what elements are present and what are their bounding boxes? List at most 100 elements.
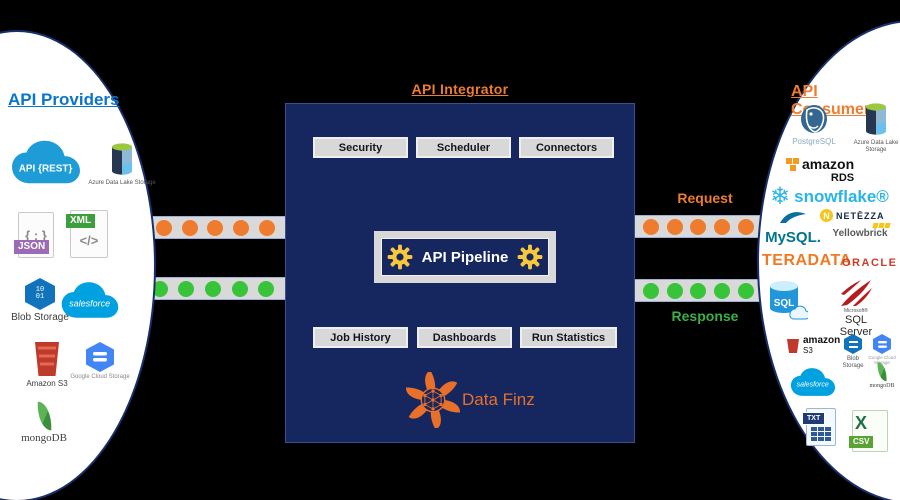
xml-file-icon: XML </> — [66, 210, 108, 258]
xml-glyph: </> — [79, 232, 99, 248]
api-rest-label: API {REST} — [19, 164, 73, 175]
postgresql-caption: PostgreSQL — [792, 137, 836, 146]
request-label: Request — [677, 190, 733, 206]
logo-salesforce-consumer: salesforce — [788, 366, 838, 398]
json-glyph: { ; } — [25, 227, 47, 243]
mysql-wordmark: MySQL. — [765, 229, 821, 246]
request-dot — [738, 218, 755, 235]
gcs-caption: Google Cloud Storage — [70, 374, 130, 380]
txt-file-icon: TXT — [802, 408, 836, 446]
amazon-wordmark: amazon — [802, 156, 855, 172]
logo-snowflake: ❄ snowflake® — [770, 185, 889, 209]
snowflake-wordmark: snowflake® — [794, 187, 889, 206]
response-dot — [714, 282, 731, 299]
netezza-n-icon: N — [820, 209, 833, 222]
request-dot — [642, 218, 659, 235]
gear-icon — [387, 244, 412, 270]
dashboards-button: Dashboards — [417, 327, 512, 348]
mongodb-caption: mongoDB — [21, 432, 67, 444]
request-dot — [666, 218, 683, 235]
data-finz-brand: Data Finz — [406, 372, 535, 428]
microsoft-caption: Microsoft® — [844, 308, 868, 314]
logo-teradata: TERADATA — [762, 252, 852, 269]
yellowbrick-wordmark: Yellowbrick — [832, 228, 888, 239]
google-cloud-icon — [86, 342, 114, 372]
request-dot — [207, 219, 224, 236]
logo-yellowbrick: Yellowbrick — [826, 223, 894, 239]
amazon-cubes-icon — [786, 157, 799, 171]
request-dot — [714, 218, 731, 235]
azure-data-lake-icon — [866, 103, 886, 135]
connectors-button: Connectors — [519, 137, 614, 158]
response-dot — [231, 280, 248, 297]
blob-caption: Blob Storage — [842, 356, 864, 369]
data-finz-label: Data Finz — [462, 390, 535, 409]
xml-badge: XML — [66, 214, 96, 228]
json-file-icon: { ; } JSON — [14, 212, 54, 258]
salesforce-label: salesforce — [797, 381, 829, 388]
json-badge: JSON — [14, 240, 50, 254]
request-band-right — [635, 215, 762, 238]
amazon-s3-icon — [787, 338, 799, 353]
snowflake-icon: ❄ — [770, 183, 791, 210]
response-dot — [204, 280, 221, 297]
response-dot — [151, 280, 168, 297]
logo-gcs-consumer: Google Cloud Storage — [866, 334, 898, 366]
logo-mongodb-provider: mongoDB — [12, 401, 76, 444]
job-history-button: Job History — [313, 327, 408, 348]
salesforce-icon: salesforce — [61, 282, 119, 318]
mongodb-leaf-icon — [35, 401, 53, 431]
logo-blob-storage-consumer: Blob Storage — [836, 334, 870, 369]
logo-amazon-s3-provider: Amazon S3 — [18, 340, 76, 389]
api-pipeline-panel: API Pipeline — [374, 231, 556, 283]
blob-storage-icon: 10 01 — [25, 278, 55, 310]
request-dot — [181, 219, 198, 236]
azure-sql-label: SQL — [774, 298, 795, 309]
logo-postgresql: PostgreSQL — [788, 104, 840, 147]
providers-title: API Providers — [8, 90, 120, 109]
blob-caption: Blob Storage — [11, 312, 69, 323]
request-dot — [690, 218, 707, 235]
scheduler-button: Scheduler — [416, 137, 511, 158]
logo-json: { ; } JSON — [14, 212, 54, 258]
adls-caption: Azure Data Lake Storage — [853, 140, 899, 153]
rds-label: RDS — [830, 172, 855, 184]
sql-server-comet-icon — [841, 280, 872, 306]
logo-txt-file: TXT — [802, 408, 836, 446]
amazon-s3-icon — [35, 342, 59, 376]
run-statistics-button: Run Statistics — [520, 327, 617, 348]
logo-azure-sql: SQL — [766, 280, 810, 325]
logo-netezza: N NETĒZZA — [820, 209, 885, 222]
logo-sql-server: Microsoft® SQL Server — [828, 278, 884, 338]
logo-api-rest: API {REST} — [4, 138, 88, 186]
pipeline-label: API Pipeline — [421, 248, 509, 266]
logo-gcs-provider: Google Cloud Storage — [70, 342, 130, 381]
azure-sql-icon: SQL — [770, 281, 810, 320]
response-band-right — [635, 279, 762, 302]
response-dot — [666, 282, 683, 299]
logo-mongodb-consumer: mongoDB — [862, 361, 900, 390]
logo-oracle: ORACLE — [842, 257, 898, 269]
integrator-title: API Integrator — [411, 81, 509, 97]
gear-icon — [517, 244, 543, 270]
logo-amazon-s3-consumer: amazon S3 — [786, 336, 840, 355]
response-band-left — [141, 277, 285, 300]
salesforce-label: salesforce — [69, 298, 110, 308]
google-cloud-icon — [873, 334, 891, 354]
salesforce-icon: salesforce — [790, 368, 836, 396]
netezza-wordmark: NETĒZZA — [836, 210, 885, 221]
postgresql-icon — [801, 105, 827, 133]
logo-amazon-rds: amazon RDS — [786, 156, 854, 184]
s3-label: S3 — [803, 346, 813, 355]
response-dot — [642, 282, 659, 299]
excel-x-glyph: X — [855, 413, 868, 433]
logo-adls-consumer: Azure Data Lake Storage — [850, 102, 900, 153]
csv-file-icon: X CSV — [849, 410, 888, 452]
logo-csv-file: X CSV — [849, 410, 888, 452]
s3-caption: Amazon S3 — [26, 379, 68, 388]
response-dot — [690, 282, 707, 299]
blob-storage-icon — [844, 334, 862, 354]
request-dot — [155, 219, 172, 236]
logo-xml: XML </> — [66, 210, 108, 258]
